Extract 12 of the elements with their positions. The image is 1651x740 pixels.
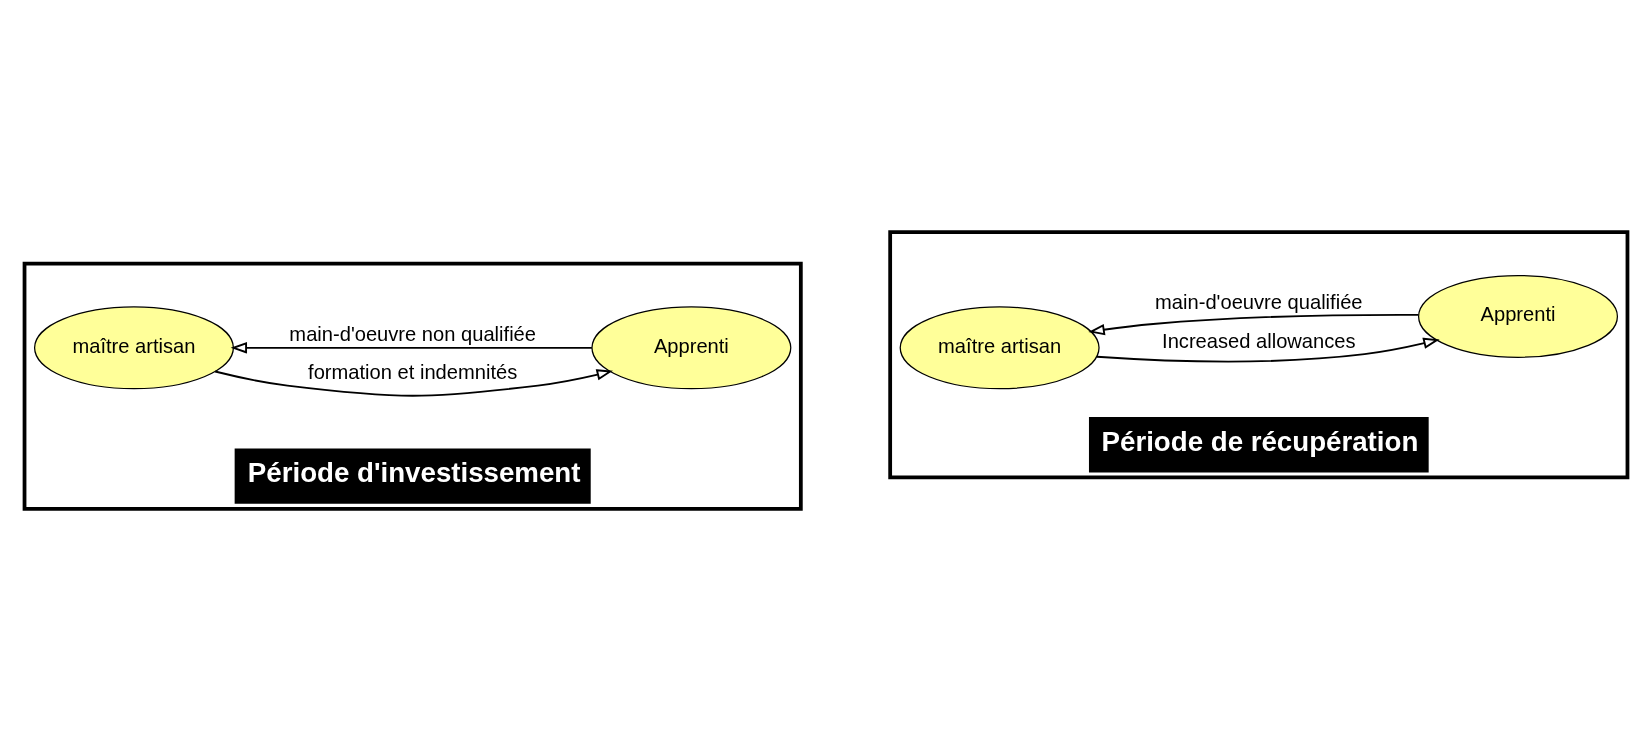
edge-label: formation et indemnités xyxy=(307,360,517,383)
arrow xyxy=(1087,313,1419,335)
arrow xyxy=(213,368,613,397)
edge-label: Increased allowances xyxy=(1161,329,1356,352)
node-ellipse: maître artisan xyxy=(899,305,1100,389)
node-ellipse: Apprenti xyxy=(1417,274,1618,358)
arrow xyxy=(230,341,593,354)
edge-label: main-d'oeuvre non qualifiée xyxy=(288,322,536,345)
arrow xyxy=(1095,337,1440,362)
node-ellipse: maître artisan xyxy=(33,305,234,389)
node-ellipse: Apprenti xyxy=(590,305,791,389)
edge-label: main-d'oeuvre qualifiée xyxy=(1154,290,1363,313)
